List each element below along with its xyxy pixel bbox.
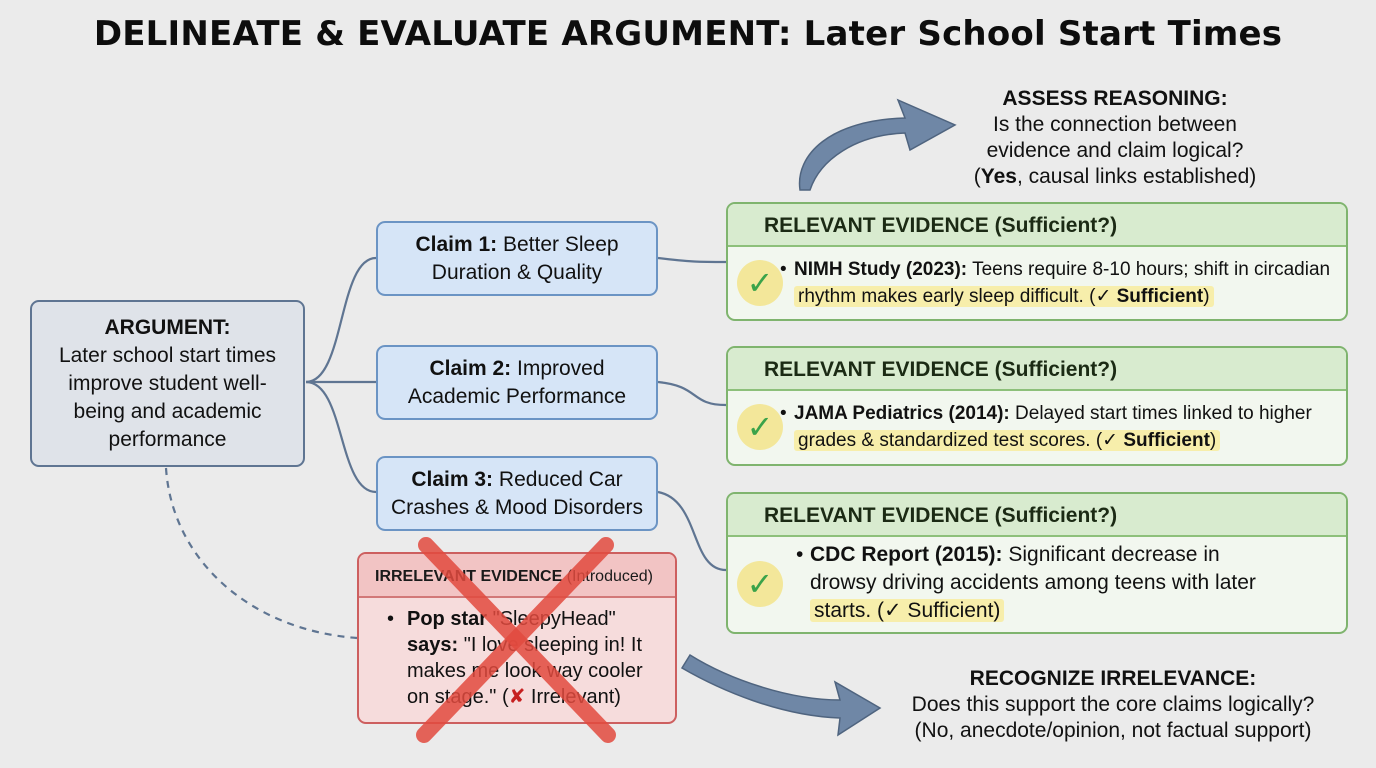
evidence-highlight: starts. (✓ Sufficient) (810, 599, 1005, 622)
evidence-source: CDC Report (2015): (810, 543, 1003, 566)
evidence-card-2: RELEVANT EVIDENCE (Sufficient?) ✓ • JAMA… (726, 346, 1348, 466)
assess-label: ASSESS REASONING: (1002, 87, 1228, 110)
evidence-card-3: RELEVANT EVIDENCE (Sufficient?) ✓ • CDC … (726, 492, 1348, 634)
evidence-header: RELEVANT EVIDENCE (Sufficient?) (728, 348, 1346, 391)
claim2-evidence-connector (657, 380, 727, 407)
evidence-card-1: RELEVANT EVIDENCE (Sufficient?) ✓ • NIMH… (726, 202, 1348, 321)
claim-label: Claim 2: (429, 356, 512, 380)
sufficient-mark: ✓ Sufficient (1095, 286, 1204, 307)
claim-label: Claim 3: (411, 467, 494, 491)
argument-text-line: improve student well- (68, 371, 267, 395)
argument-box: ARGUMENT: Later school start times impro… (30, 300, 305, 467)
claim-text: Duration & Quality (431, 260, 603, 284)
argument-label: ARGUMENT: (104, 315, 231, 339)
claim1-evidence-connector (657, 256, 727, 264)
argument-claim1-connector (305, 256, 377, 384)
evidence-source: JAMA Pediatrics (2014): (794, 403, 1010, 424)
argument-text-line: performance (108, 427, 227, 451)
claim-label: Claim 1: (415, 232, 498, 256)
sufficient-mark: ✓ Sufficient (1102, 430, 1210, 451)
claim-text: Reduced Car (493, 467, 623, 491)
evidence-source: NIMH Study (2023): (794, 259, 968, 280)
evidence-highlight: grades & standardized test scores. (✓ Su… (794, 430, 1221, 451)
irrelevant-text: • Pop star "SleepyHead" says: "I love sl… (387, 608, 643, 708)
recognize-irrelevance-note: RECOGNIZE IRRELEVANCE: Does this support… (880, 666, 1346, 744)
evidence-text: • NIMH Study (2023): Teens require 8-10 … (780, 259, 1331, 307)
argument-text-line: being and academic (73, 399, 262, 423)
argument-irrelevant-connector (164, 467, 358, 640)
checkmark-icon: ✓ (737, 404, 783, 450)
claim-text: Crashes & Mood Disorders (390, 495, 644, 519)
claim3-evidence-connector (657, 490, 727, 572)
checkmark-icon: ✓ (737, 260, 783, 306)
argument-claim3-connector (305, 380, 377, 494)
irrelevant-header: IRRELEVANT EVIDENCE (Introduced) (359, 554, 675, 598)
evidence-header: RELEVANT EVIDENCE (Sufficient?) (728, 204, 1346, 247)
x-mark-icon: ✘ (508, 686, 526, 708)
evidence-text: • JAMA Pediatrics (2014): Delayed start … (780, 403, 1312, 451)
evidence-header: RELEVANT EVIDENCE (Sufficient?) (728, 494, 1346, 537)
assess-reasoning-note: ASSESS REASONING: Is the connection betw… (945, 86, 1285, 190)
evidence-text: • CDC Report (2015): Significant decreas… (796, 543, 1256, 622)
claim-text: Better Sleep (497, 232, 619, 256)
checkmark-icon: ✓ (737, 561, 783, 607)
page-title: DELINEATE & EVALUATE ARGUMENT: Later Sch… (93, 14, 1283, 54)
claim-text: Academic Performance (407, 384, 627, 408)
argument-text-line: Later school start times (58, 343, 277, 367)
assess-arrow (798, 98, 957, 191)
recognize-arrow (680, 653, 882, 737)
claim-text: Improved (511, 356, 605, 380)
irrelevant-evidence-box: IRRELEVANT EVIDENCE (Introduced) • Pop s… (357, 552, 677, 724)
recognize-label: RECOGNIZE IRRELEVANCE: (969, 667, 1257, 690)
evidence-highlight: rhythm makes early sleep difficult. (✓ S… (794, 286, 1214, 307)
